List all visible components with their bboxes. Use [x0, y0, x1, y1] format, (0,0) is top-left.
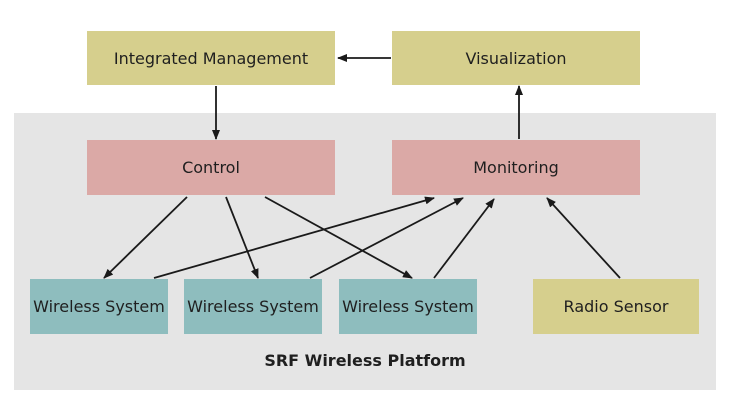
- visualization-label: Visualization: [465, 48, 567, 68]
- radio-sensor-box: Radio Sensor: [533, 279, 699, 334]
- radio-sensor-label: Radio Sensor: [563, 297, 669, 316]
- integrated-management-label: Integrated Management: [113, 48, 309, 68]
- arrow-control-to-wireless-system-3: [264, 196, 413, 279]
- control-box: Control: [87, 140, 335, 195]
- visualization-box: Visualization: [392, 31, 640, 85]
- control-label: Control: [182, 158, 240, 177]
- wireless-system-2-label: Wireless System: [187, 297, 319, 316]
- arrow-control-to-wireless-system-1: [103, 196, 188, 279]
- integrated-management-box: Integrated Management: [87, 31, 335, 85]
- wireless-system-3-label: Wireless System: [342, 297, 474, 316]
- arrow-control-to-wireless-system-2: [225, 196, 259, 279]
- wireless-system-2-box: Wireless System: [184, 279, 322, 334]
- monitoring-label: Monitoring: [473, 158, 559, 177]
- arrow-wireless-system-2-to-monitoring: [309, 197, 464, 279]
- arrow-wireless-system-3-to-monitoring: [433, 198, 495, 279]
- wireless-system-3-box: Wireless System: [339, 279, 477, 334]
- platform-title: SRF Wireless Platform: [264, 351, 466, 370]
- arrow-radio-sensor-to-monitoring: [546, 197, 621, 279]
- wireless-system-1-box: Wireless System: [30, 279, 168, 334]
- monitoring-box: Monitoring: [392, 140, 640, 195]
- wireless-system-1-label: Wireless System: [33, 297, 165, 316]
- arrow-wireless-system-1-to-monitoring: [153, 196, 435, 279]
